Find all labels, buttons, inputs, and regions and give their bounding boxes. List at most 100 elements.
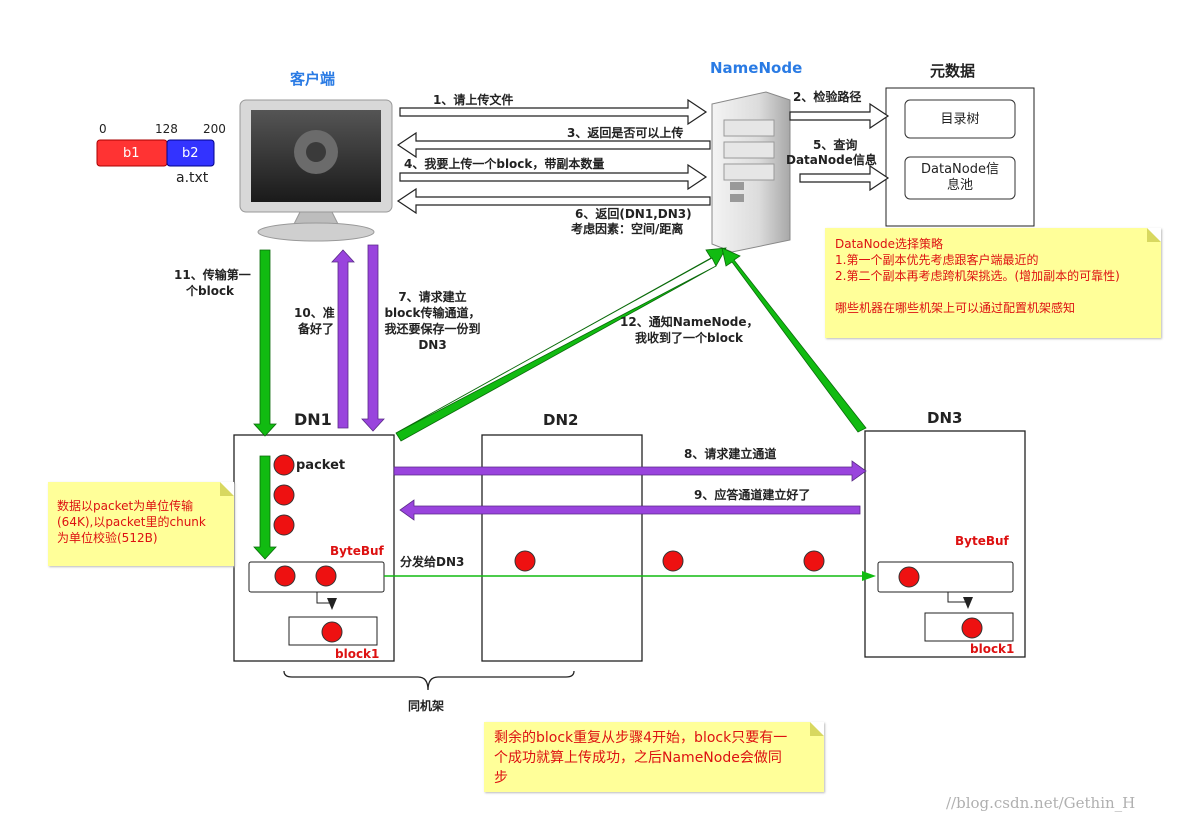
packet-dot [274,565,296,587]
tick-0: 0 [99,122,107,136]
step-10-label-b: 备好了 [298,322,335,336]
step-10-label-a: 10、准 [294,306,335,320]
repeat-note-line-0: 剩余的block重复从步骤4开始，block只要有一 [494,730,788,746]
dn2-title: DN2 [543,411,579,429]
green-arrows [253,247,867,560]
note-fold [1147,228,1161,242]
dn3-title: DN3 [927,409,963,427]
client-namenode-arrows [396,98,890,215]
namenode-server-icon [711,91,791,253]
step-12-label-b: 我收到了一个block [635,331,744,345]
same-rack-label: 同机架 [408,699,445,713]
dn1-down-arrow-icon [327,598,337,610]
step-7-label-b: block传输通道， [384,306,481,320]
purple-arrows [331,244,867,521]
step-5-label-a: 5、查询 [813,138,858,152]
packet-dot [662,550,684,572]
strategy-line-4: 哪些机器在哪些机架上可以通过配置机架感知 [835,301,1076,315]
directory-tree-box [904,99,1016,139]
dn3-bytebuf-box [877,561,1014,593]
arrow-step-9 [399,499,861,521]
datanode-pool-label: DataNode信 息池 [921,162,999,193]
dn1-title: DN1 [294,410,332,429]
packet-dot [961,617,983,639]
repeat-note-line-1: 个成功就算上传成功，之后NameNode会做同 [494,750,782,766]
strategy-line-2: 2.第二个副本再考虑跨机架挑选。(增加副本的可靠性) [835,269,1120,283]
packet-note-line-2: 为单位校验(512B) [57,531,158,545]
step-5-label-b: DataNode信息 [786,153,877,167]
packet-dot [273,484,295,506]
arrow-packet-to-bytebuf [253,455,277,560]
tick-200: 200 [203,122,226,136]
repeat-note-line-2: 步 [494,770,508,786]
block-b2-label: b2 [182,146,199,161]
note-fold [810,722,824,736]
bytebuf-to-block-connectors [316,592,968,604]
arrow-step-8 [393,460,867,482]
packet-dot [803,550,825,572]
strategy-note: DataNode选择策略 1.第一个副本优先考虑跟客户端最近的 2.第二个副本再… [825,228,1161,338]
arrow-step-1 [399,98,708,126]
note-fold [220,482,234,496]
repeat-note: 剩余的block重复从步骤4开始，block只要有一 个成功就算上传成功，之后N… [484,722,824,792]
arrow-step-4 [399,163,708,191]
step-4-label: 4、我要上传一个block，带副本数量 [404,157,605,171]
packet-label: packet [296,458,346,473]
step-7-label-c: 我还要保存一份到 [384,322,481,336]
strategy-line-3 [835,284,1151,300]
step-6-label-a: 6、返回(DN1,DN3) [575,207,692,221]
dn1-bytebuf-label: ByteBuf [330,544,384,558]
arrow-step-5 [799,164,890,192]
strategy-line-0: DataNode选择策略 [835,237,943,251]
step-3-label: 3、返回是否可以上传 [567,126,684,140]
dn3-bytebuf-label: ByteBuf [955,534,1009,548]
step-7-label-d: DN3 [418,338,447,352]
arrow-step-2 [789,102,890,130]
client-title: 客户端 [290,70,336,88]
watermark: //blog.csdn.net/Gethin_H [946,794,1136,812]
packet-dots [273,454,983,643]
step-6-label-b: 考虑因素：空间/距离 [571,222,684,236]
packet-dot [321,621,343,643]
dn1-block1-label: block1 [335,647,380,661]
packet-dot [898,566,920,588]
arrow-step-11 [253,249,277,437]
dn3-block1-label: block1 [970,642,1015,656]
packet-dot [514,550,536,572]
step-11-label-b: 个block [186,284,235,298]
dn3-down-arrow-icon [963,597,973,609]
arrow-step-6 [396,187,711,215]
packet-note-line-0: 数据以packet为单位传输 [57,499,194,513]
step-7-label-a: 7、请求建立 [398,290,467,304]
forward-label: 分发给DN3 [400,555,465,569]
packet-note-line-1: (64K),以packet里的chunk [57,515,206,529]
datanode-pool-box [904,156,1016,200]
block-b2 [166,139,215,167]
client-monitor-icon [239,99,393,242]
strategy-line-1: 1.第一个副本优先考虑跟客户端最近的 [835,253,1039,267]
step-12-label-a: 12、通知NameNode， [620,315,759,329]
forward-line [384,571,876,581]
arrow-step-12-dn1 [395,247,727,442]
arrow-step-7 [361,244,385,432]
step-8-label: 8、请求建立通道 [684,447,777,461]
packet-dot [315,565,337,587]
step-9-label: 9、应答通道建立好了 [694,488,811,502]
step-11-label-a: 11、传输第一 [174,268,251,282]
packet-dot [273,514,295,536]
namenode-title: NameNode [710,59,803,77]
same-rack-brace [283,670,575,691]
step-1-label: 1、请上传文件 [433,93,514,107]
step-2-label: 2、检验路径 [793,90,862,104]
packet-note: 数据以packet为单位传输 (64K),以packet里的chunk 为单位校… [48,482,234,566]
arrow-step-10 [331,249,355,429]
arrow-step-3 [396,131,711,159]
tick-128: 128 [155,122,178,136]
file-name: a.txt [176,170,209,186]
directory-tree-label: 目录树 [940,112,980,127]
metadata-title: 元数据 [930,62,976,80]
block-b1-label: b1 [123,146,140,161]
arrow-step-12-dn3 [721,247,867,433]
packet-dot [273,454,295,476]
